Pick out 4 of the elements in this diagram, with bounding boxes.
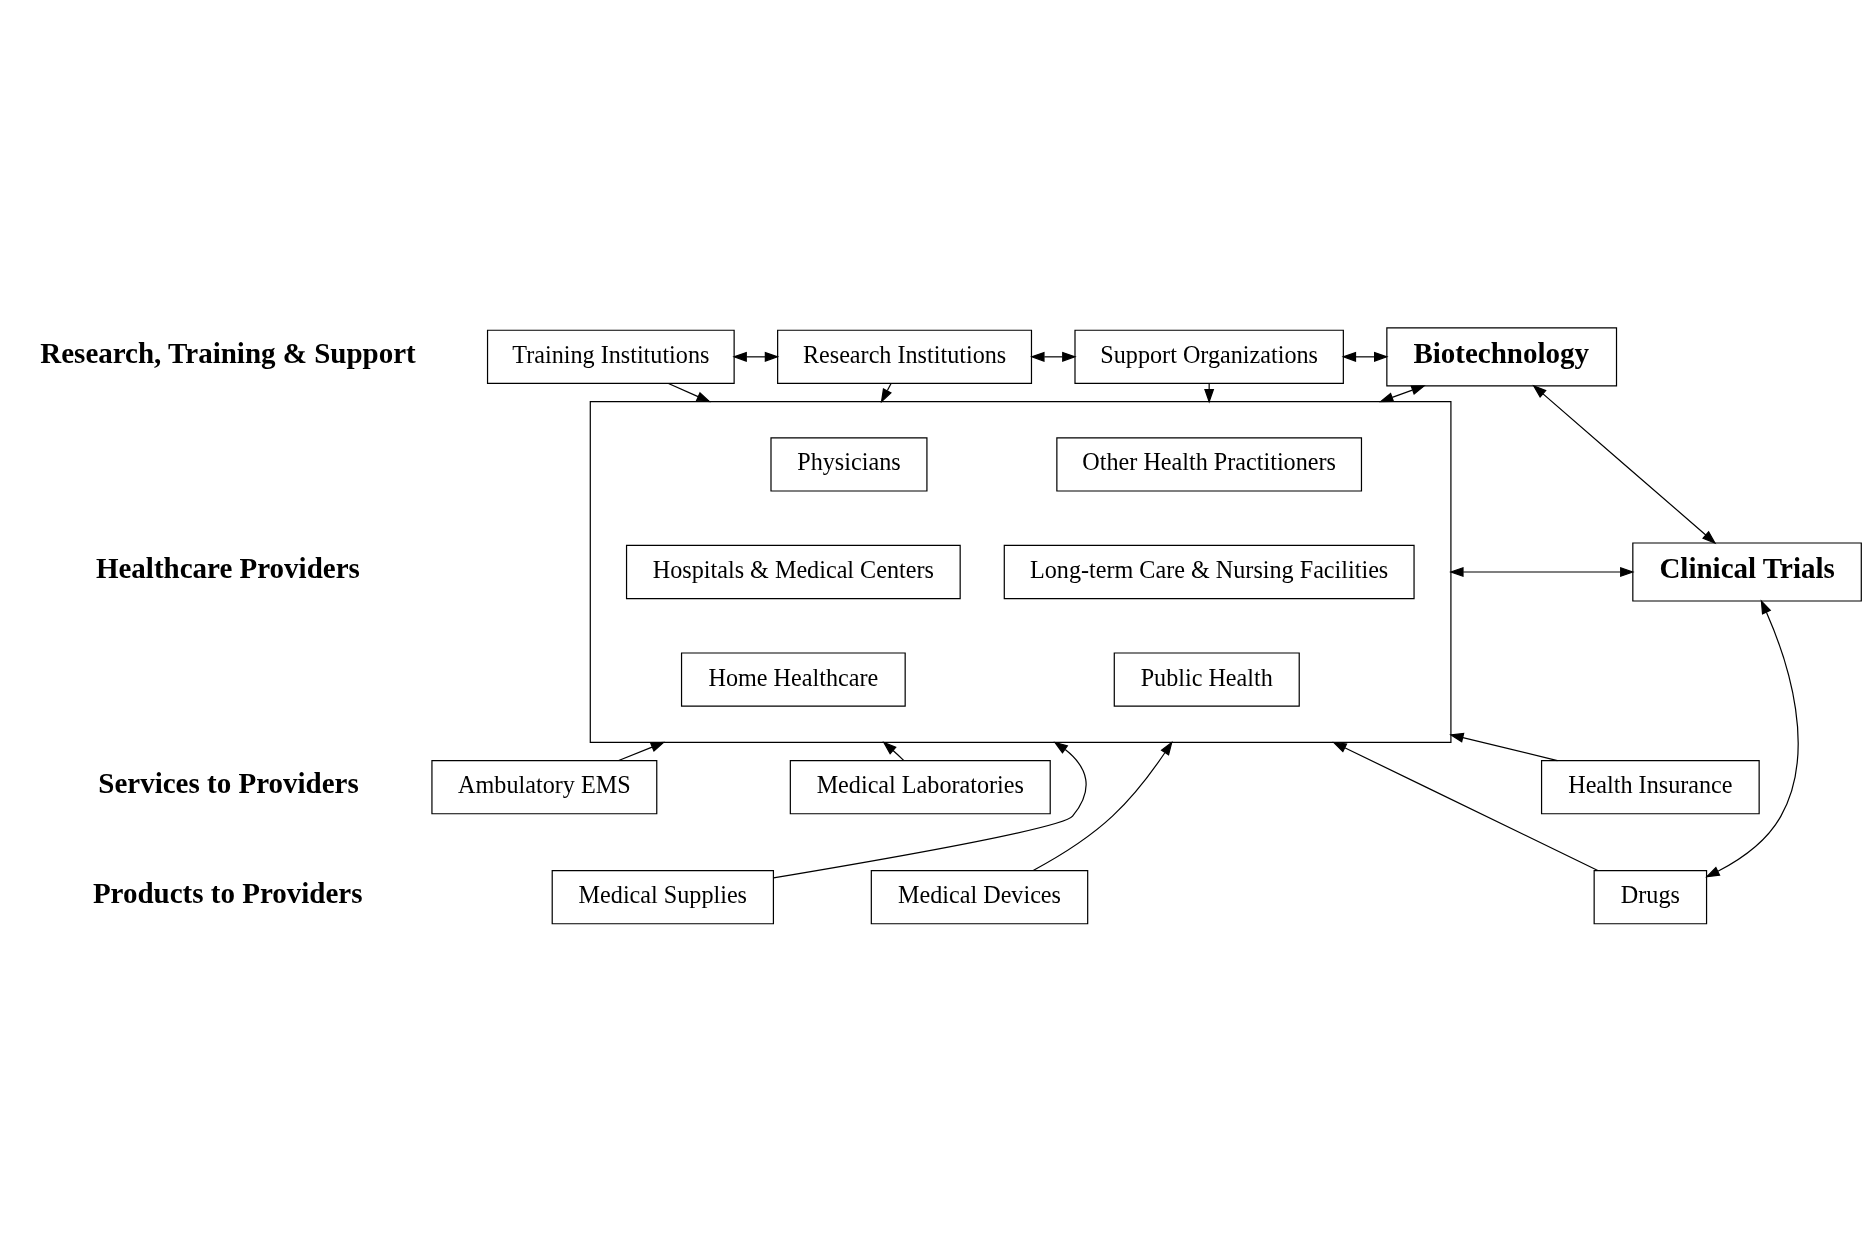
label: Services to Providers <box>98 767 359 800</box>
label: Research, Training & Support <box>40 337 416 370</box>
label: Healthcare Providers <box>95 552 360 585</box>
label: Products to Providers <box>92 877 363 910</box>
